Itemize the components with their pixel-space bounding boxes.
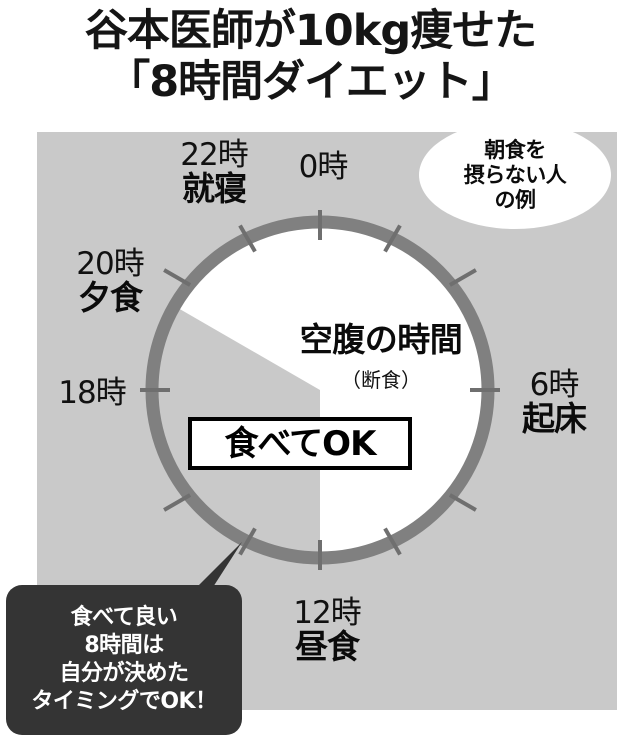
clock-hour-12: 12時 xyxy=(293,595,361,631)
fasting-period-sub: （断食） xyxy=(341,368,421,392)
clock-event-bedtime: 就寝 xyxy=(182,169,247,208)
clock-hour-0: 0時 xyxy=(298,149,349,185)
fasting-period-main: 空腹の時間 xyxy=(299,320,463,359)
clock-label-18: 18時 xyxy=(22,378,162,409)
fasting-period-label: 空腹の時間 （断食） xyxy=(256,313,506,393)
clock-hour-18: 18時 xyxy=(58,375,126,411)
clock-label-12: 12時 昼食 xyxy=(252,595,402,666)
clock-hour-6: 6時 xyxy=(529,367,580,403)
page-title: 谷本医師が10kg痩せた 「8時間ダイエット」 xyxy=(0,6,621,108)
flexible-timing-callout: 食べて良い 8時間は 自分が決めた タイミングでOK！ xyxy=(6,585,242,735)
clock-event-wakeup: 起床 xyxy=(522,399,587,438)
clock-hour-20: 20時 xyxy=(76,246,144,282)
eating-window-badge: 食べてOK xyxy=(188,417,412,470)
clock-label-22: 22時 就寝 xyxy=(124,137,304,208)
clock-hour-22: 22時 xyxy=(180,137,248,173)
flexible-timing-callout-text: 食べて良い 8時間は 自分が決めた タイミングでOK！ xyxy=(31,605,217,714)
no-breakfast-bubble-text: 朝食を 摂らない人 の例 xyxy=(463,137,567,212)
clock-label-0: 0時 xyxy=(253,152,393,183)
title-line-1: 谷本医師が10kg痩せた xyxy=(84,6,537,56)
clock-event-lunch: 昼食 xyxy=(295,627,360,666)
title-line-2: 「8時間ダイエット」 xyxy=(107,57,515,107)
clock-label-20: 20時 夕食 xyxy=(30,246,190,317)
no-breakfast-bubble: 朝食を 摂らない人 の例 xyxy=(419,121,611,229)
eating-window-label: 食べてOK xyxy=(224,423,377,464)
clock-label-6: 6時 起床 xyxy=(494,367,614,438)
clock-event-dinner: 夕食 xyxy=(78,278,143,317)
